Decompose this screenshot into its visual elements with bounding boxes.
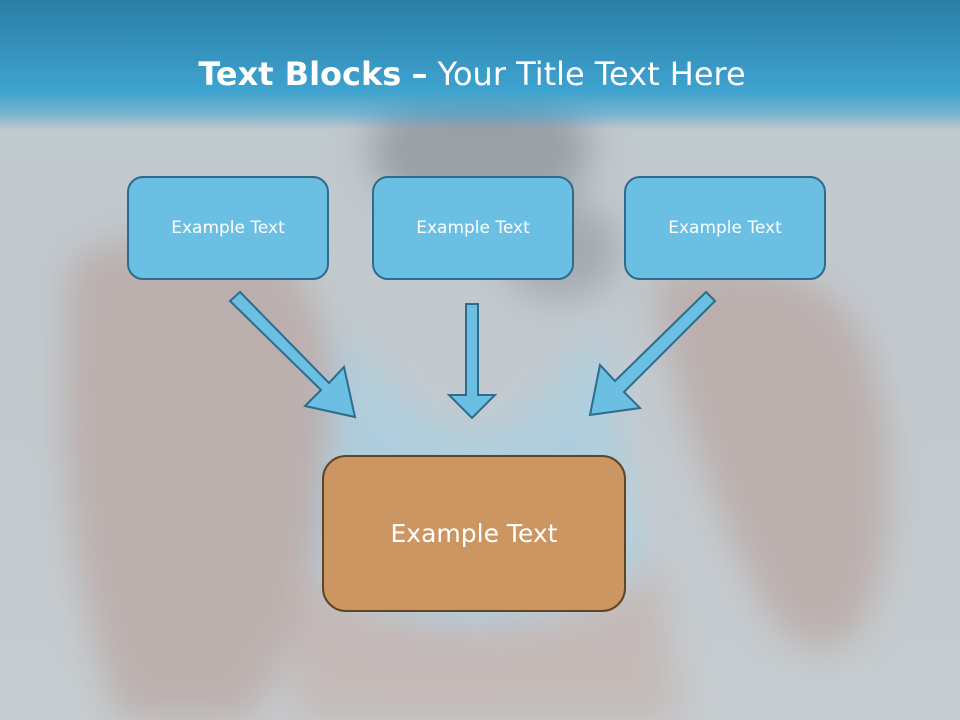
text-block-1: Example Text (127, 176, 329, 280)
target-block: Example Text (322, 455, 626, 612)
text-block-2-label: Example Text (416, 218, 530, 238)
text-block-3-label: Example Text (668, 218, 782, 238)
slide-title: Text Blocks – Your Title Text Here (0, 52, 944, 96)
text-block-1-label: Example Text (171, 218, 285, 238)
title-bar (0, 0, 960, 130)
title-normal-part: Your Title Text Here (437, 55, 746, 93)
arrow-right-diagonal (588, 290, 717, 417)
text-block-3: Example Text (624, 176, 826, 280)
arrow-center-down (446, 303, 498, 420)
title-dash: – (411, 55, 428, 93)
text-block-2: Example Text (372, 176, 574, 280)
arrow-left-diagonal (228, 290, 357, 419)
target-block-label: Example Text (390, 519, 558, 548)
title-bold-part: Text Blocks (198, 55, 402, 93)
